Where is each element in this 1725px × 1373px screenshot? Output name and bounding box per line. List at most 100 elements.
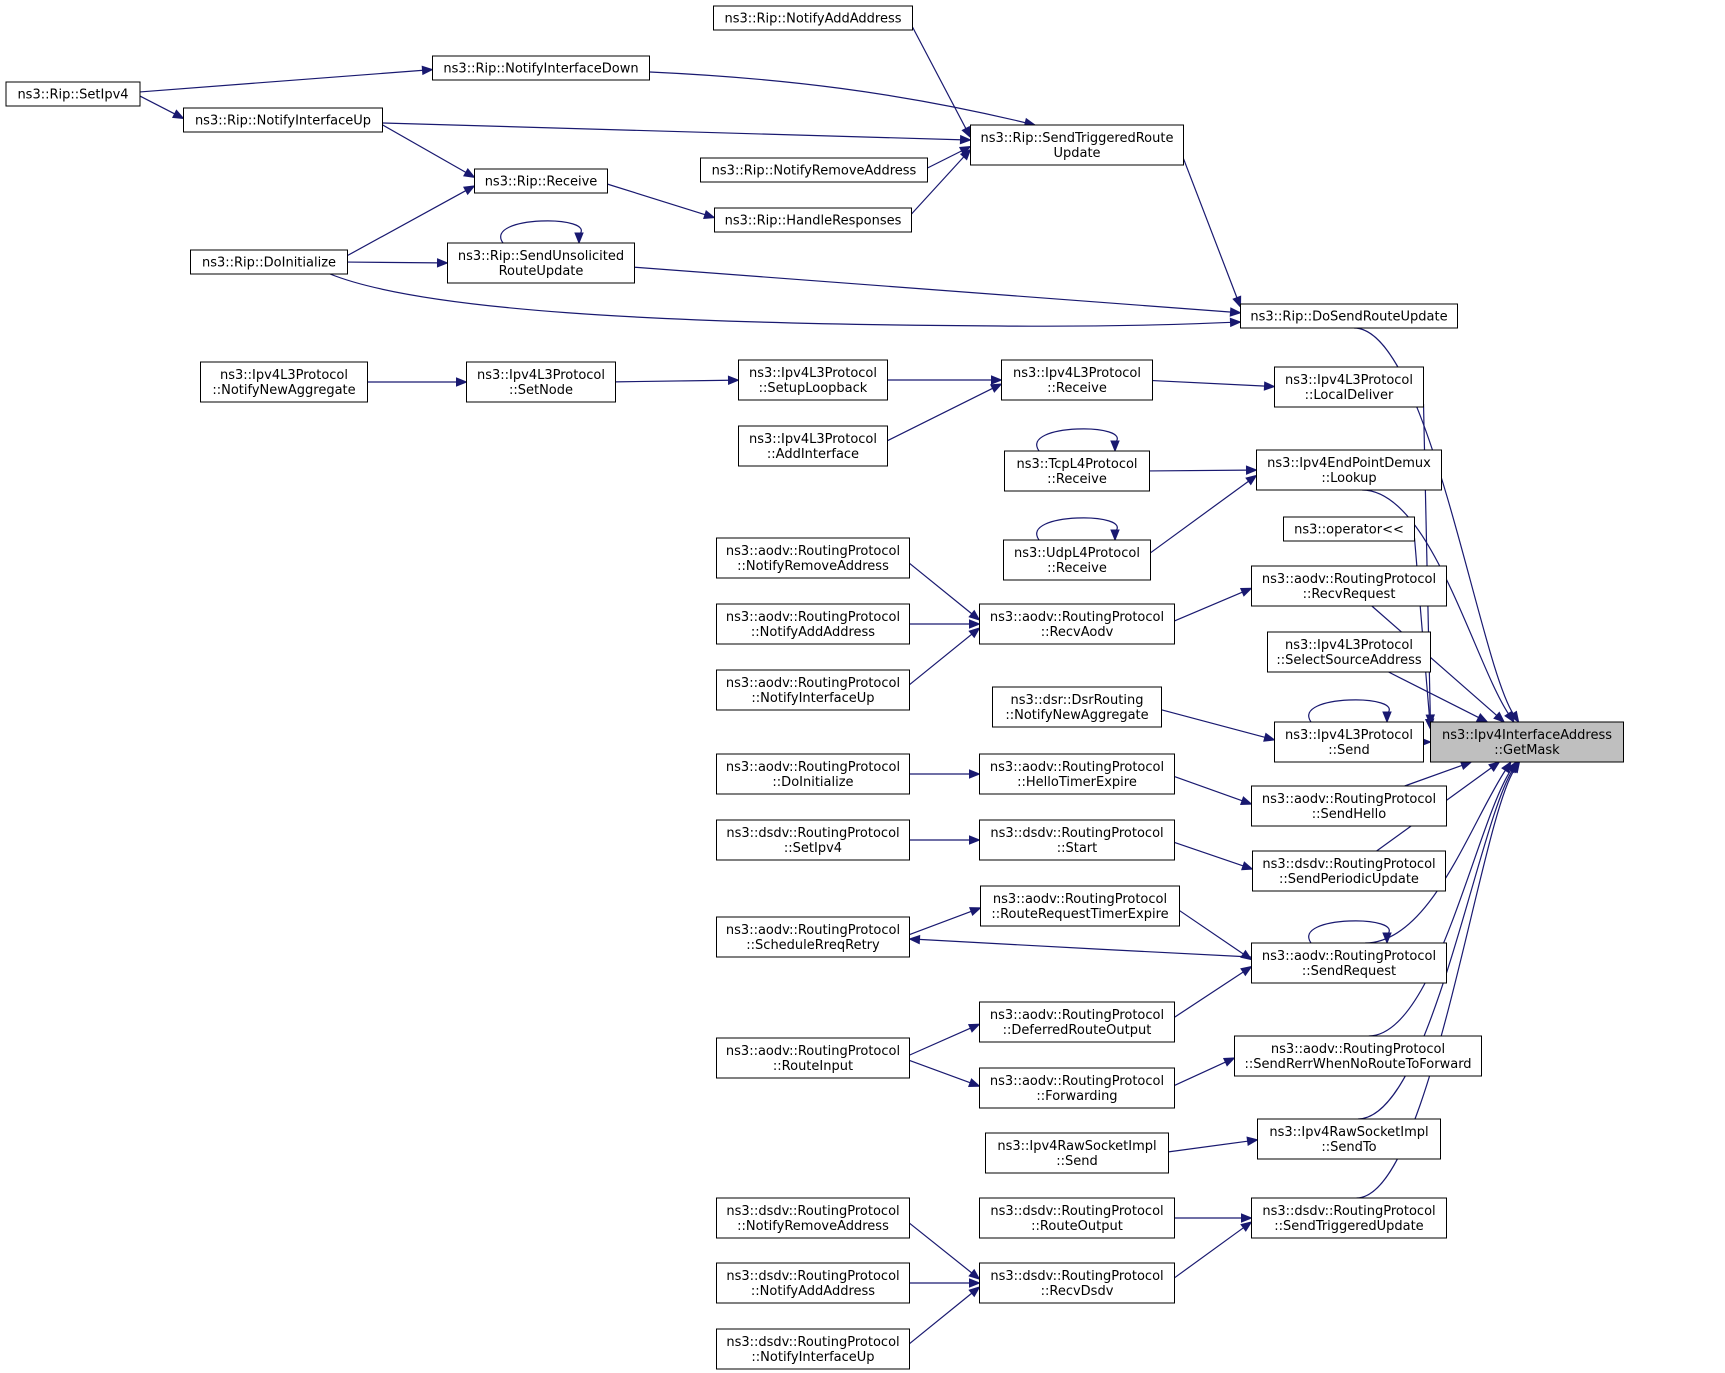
node-rip-doinitialize[interactable]: ns3::Rip::DoInitialize	[190, 249, 348, 275]
node-label: ns3::Rip::SendTriggeredRoute	[981, 131, 1174, 146]
node-aodv-rreqtimerexpire[interactable]: ns3::aodv::RoutingProtocol::RouteRequest…	[980, 885, 1180, 927]
edge-rip-notifyifdown-to-rip-sendtriggered	[649, 71, 1037, 128]
node-aodv-notifyremoveaddr[interactable]: ns3::aodv::RoutingProtocol::NotifyRemove…	[716, 537, 910, 579]
node-rip-notifyaddaddr[interactable]: ns3::Rip::NotifyAddAddress	[713, 5, 913, 31]
node-box	[716, 603, 910, 645]
node-ipv4l3-selectsrc[interactable]: ns3::Ipv4L3Protocol::SelectSourceAddress	[1267, 631, 1431, 673]
node-ipv4l3-addinterface[interactable]: ns3::Ipv4L3Protocol::AddInterface	[738, 425, 888, 467]
edge-rip-notifyaddaddr-to-rip-sendtriggered	[911, 26, 972, 139]
node-box	[1234, 1035, 1482, 1077]
node-aodv-recvaodv[interactable]: ns3::aodv::RoutingProtocol::RecvAodv	[979, 603, 1175, 645]
node-label: ns3::Ipv4L3Protocol	[1285, 373, 1413, 388]
node-box	[970, 124, 1184, 166]
node-aodv-sendrerrnoroute[interactable]: ns3::aodv::RoutingProtocol::SendRerrWhen…	[1234, 1035, 1482, 1077]
node-box	[979, 819, 1175, 861]
node-label: ns3::Ipv4L3Protocol	[477, 368, 605, 383]
edge-rip-notifyifup-to-rip-sendtriggered	[382, 122, 972, 145]
node-aodv-notifyaddaddr[interactable]: ns3::aodv::RoutingProtocol::NotifyAddAdd…	[716, 603, 910, 645]
node-label: ::RouteOutput	[1031, 1219, 1123, 1234]
node-rip-setipv4[interactable]: ns3::Rip::SetIpv4	[5, 81, 141, 107]
node-aodv-doinitialize[interactable]: ns3::aodv::RoutingProtocol::DoInitialize	[716, 753, 910, 795]
node-ipv4l3-setnode[interactable]: ns3::Ipv4L3Protocol::SetNode	[466, 361, 616, 403]
node-dsdv-sendperiodic[interactable]: ns3::dsdv::RoutingProtocol::SendPeriodic…	[1252, 850, 1446, 892]
node-rip-handleresponses[interactable]: ns3::Rip::HandleResponses	[714, 207, 912, 233]
edge-rip-notifyifup-to-rip-receive	[382, 124, 476, 179]
node-label: ::NotifyInterfaceUp	[751, 691, 874, 706]
node-ipv4l3-send[interactable]: ns3::Ipv4L3Protocol::Send	[1274, 721, 1424, 763]
node-box	[1283, 516, 1415, 542]
edge-aodv-routeinput-to-aodv-deferredrouteoutput	[909, 1023, 981, 1056]
node-udpl4-receive[interactable]: ns3::UdpL4Protocol::Receive	[1003, 539, 1151, 581]
node-box	[1274, 721, 1424, 763]
node-dsdv-routeoutput[interactable]: ns3::dsdv::RoutingProtocol::RouteOutput	[979, 1197, 1175, 1239]
edge-rip-handleresponses-to-rip-sendtriggered	[911, 148, 972, 215]
node-ipv4raw-send[interactable]: ns3::Ipv4RawSocketImpl::Send	[985, 1132, 1169, 1174]
node-label: ::SendTo	[1321, 1140, 1376, 1155]
node-aodv-schedulerreqretry[interactable]: ns3::aodv::RoutingProtocol::ScheduleRreq…	[716, 916, 910, 958]
node-aodv-forwarding[interactable]: ns3::aodv::RoutingProtocol::Forwarding	[979, 1067, 1175, 1109]
node-rip-receive[interactable]: ns3::Rip::Receive	[474, 168, 608, 194]
node-label: ::NotifyAddAddress	[751, 1284, 875, 1299]
node-ipv4l3-receive[interactable]: ns3::Ipv4L3Protocol::Receive	[1001, 359, 1153, 401]
node-dsdv-notifyifup[interactable]: ns3::dsdv::RoutingProtocol::NotifyInterf…	[716, 1328, 910, 1370]
edge-dsdv-setipv4-to-dsdv-start	[909, 835, 981, 845]
node-aodv-hellotimerexpire[interactable]: ns3::aodv::RoutingProtocol::HelloTimerEx…	[979, 753, 1175, 795]
node-dsdv-sendtriggered[interactable]: ns3::dsdv::RoutingProtocol::SendTriggere…	[1251, 1197, 1447, 1239]
edge-ipv4l3-receive-to-ipv4l3-localdeliver	[1152, 379, 1276, 391]
node-ipv4raw-sendto[interactable]: ns3::Ipv4RawSocketImpl::SendTo	[1257, 1118, 1441, 1160]
node-aodv-recvrequest[interactable]: ns3::aodv::RoutingProtocol::RecvRequest	[1251, 565, 1447, 607]
node-label: ::Receive	[1047, 472, 1107, 487]
node-dsdv-setipv4[interactable]: ns3::dsdv::RoutingProtocol::SetIpv4	[716, 819, 910, 861]
node-dsr-notifynewagg[interactable]: ns3::dsr::DsrRouting::NotifyNewAggregate	[992, 686, 1162, 728]
node-ipv4l3-localdeliver[interactable]: ns3::Ipv4L3Protocol::LocalDeliver	[1274, 366, 1424, 408]
node-dsdv-start[interactable]: ns3::dsdv::RoutingProtocol::Start	[979, 819, 1175, 861]
node-box	[716, 1037, 910, 1079]
edge-aodv-sendhello-to-getmask	[1404, 761, 1473, 787]
node-aodv-sendhello[interactable]: ns3::aodv::RoutingProtocol::SendHello	[1251, 785, 1447, 827]
node-dsdv-recvdsdv[interactable]: ns3::dsdv::RoutingProtocol::RecvDsdv	[979, 1262, 1175, 1304]
node-label: ::SendPeriodicUpdate	[1279, 872, 1419, 887]
node-label: ns3::Rip::NotifyInterfaceUp	[195, 114, 371, 129]
nodes-layer: ns3::Ipv4InterfaceAddress::GetMask ns3::R…	[5, 5, 1624, 1370]
node-rip-notifyifdown[interactable]: ns3::Rip::NotifyInterfaceDown	[432, 55, 650, 81]
node-rip-dosendrouteupdate[interactable]: ns3::Rip::DoSendRouteUpdate	[1240, 303, 1458, 329]
edge-aodv-schedulerreqretry-to-aodv-rreqtimerexpire	[909, 907, 982, 936]
node-label: ns3::dsdv::RoutingProtocol	[726, 1204, 899, 1219]
node-ipv4l3-setuploopback[interactable]: ns3::Ipv4L3Protocol::SetupLoopback	[738, 359, 888, 401]
node-label: ::RecvAodv	[1041, 625, 1114, 640]
node-aodv-sendrequest[interactable]: ns3::aodv::RoutingProtocol::SendRequest	[1251, 942, 1447, 984]
node-box	[1251, 565, 1447, 607]
node-label: ns3::Rip::NotifyInterfaceDown	[443, 62, 638, 77]
edge-dsdv-notifyaddaddr-to-dsdv-recvdsdv	[909, 1278, 981, 1288]
node-aodv-routeinput[interactable]: ns3::aodv::RoutingProtocol::RouteInput	[716, 1037, 910, 1079]
node-operator-ll[interactable]: ns3::operator<<	[1283, 516, 1415, 542]
node-ipv4epdemux-lookup[interactable]: ns3::Ipv4EndPointDemux::Lookup	[1256, 449, 1442, 491]
node-rip-notifyremoveaddr[interactable]: ns3::Rip::NotifyRemoveAddress	[700, 157, 928, 183]
node-tcpl4-receive[interactable]: ns3::TcpL4Protocol::Receive	[1004, 450, 1150, 492]
node-label: ::SetIpv4	[784, 841, 842, 856]
edge-aodv-sendrequest-to-aodv-sendrequest	[1308, 920, 1392, 945]
node-dsdv-notifyremoveaddr[interactable]: ns3::dsdv::RoutingProtocol::NotifyRemove…	[716, 1197, 910, 1239]
node-box	[716, 1328, 910, 1370]
node-aodv-notifyifup[interactable]: ns3::aodv::RoutingProtocol::NotifyInterf…	[716, 669, 910, 711]
node-box	[447, 242, 635, 284]
node-label: ns3::aodv::RoutingProtocol	[726, 544, 900, 559]
node-aodv-deferredrouteoutput[interactable]: ns3::aodv::RoutingProtocol::DeferredRout…	[979, 1001, 1175, 1043]
edge-rip-setipv4-to-rip-notifyifdown	[139, 65, 434, 93]
node-box	[200, 361, 368, 403]
node-ipv4l3-notifynewagg[interactable]: ns3::Ipv4L3Protocol::NotifyNewAggregate	[200, 361, 368, 403]
edge-aodv-deferredrouteoutput-to-aodv-sendrequest	[1174, 965, 1253, 1018]
node-label: ns3::operator<<	[1294, 523, 1404, 538]
node-rip-notifyifup[interactable]: ns3::Rip::NotifyInterfaceUp	[183, 107, 383, 133]
node-box	[979, 1262, 1175, 1304]
node-label: ::Start	[1057, 841, 1098, 856]
node-getmask[interactable]: ns3::Ipv4InterfaceAddress::GetMask	[1430, 721, 1624, 763]
node-box	[979, 1001, 1175, 1043]
node-box	[992, 686, 1162, 728]
node-dsdv-notifyaddaddr[interactable]: ns3::dsdv::RoutingProtocol::NotifyAddAdd…	[716, 1262, 910, 1304]
node-label: Update	[1053, 146, 1100, 161]
node-label: ::ScheduleRreqRetry	[746, 938, 880, 953]
node-label: ns3::TcpL4Protocol	[1016, 457, 1137, 472]
